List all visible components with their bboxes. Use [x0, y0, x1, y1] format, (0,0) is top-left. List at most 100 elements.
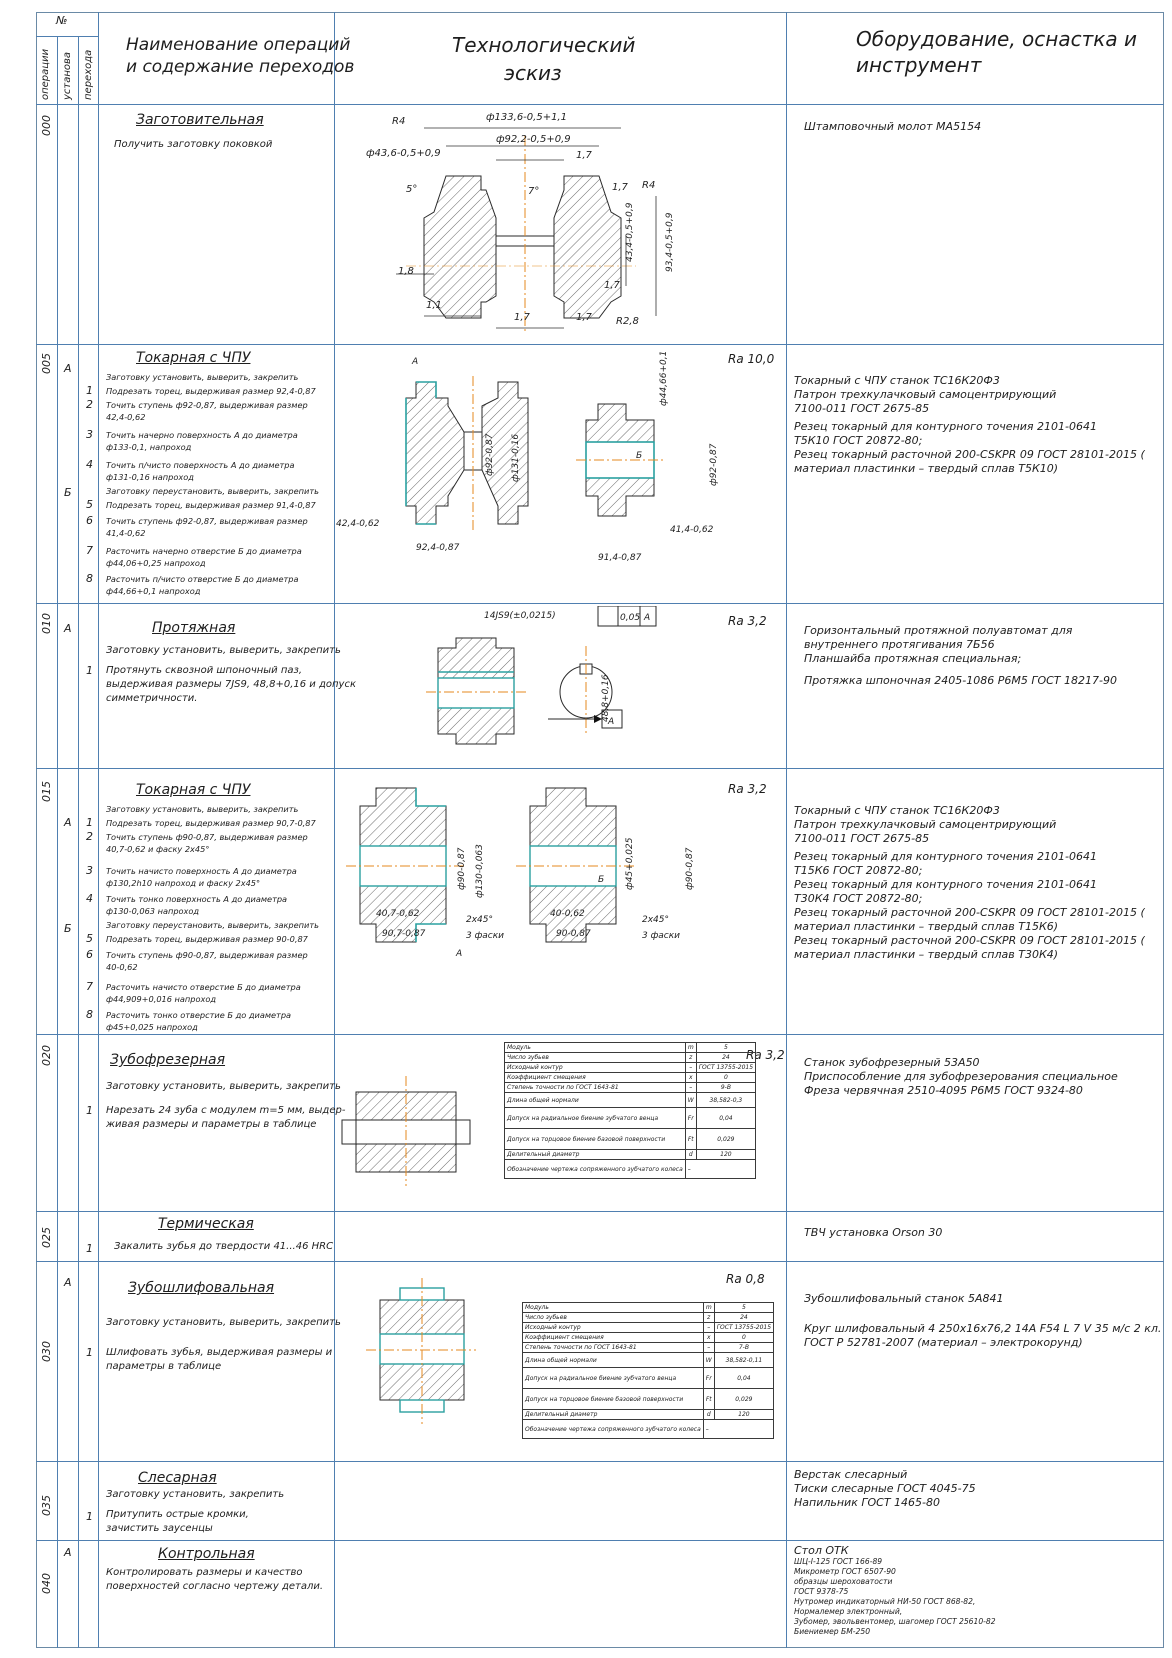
transition-number: 6 — [86, 948, 93, 961]
table-cell: Обозначение чертежа сопряженного зубчато… — [504, 1159, 686, 1179]
operation-text: Заготовку установить, выверить, закрепит… — [106, 645, 341, 656]
equipment-line: ГОСТ Р 52781-2007 (материал – электрокор… — [804, 1336, 1083, 1349]
col-divider — [98, 12, 99, 1648]
transition-number: 8 — [86, 1008, 93, 1021]
operation-number: 025 — [40, 1227, 53, 1248]
transition-number: 5 — [86, 498, 93, 511]
operation-name: Слесарная — [138, 1470, 217, 1486]
operation-text: Точить начисто поверхность А до диаметра — [106, 866, 297, 876]
dim-label: 2х45° — [642, 915, 669, 925]
table-cell: W — [684, 1092, 697, 1108]
col-divider — [334, 12, 335, 1648]
transition-number: 2 — [86, 830, 93, 843]
dim-label: А — [455, 949, 462, 959]
transition-number: 7 — [86, 544, 93, 557]
operation-number: 035 — [40, 1495, 53, 1516]
header-divider — [36, 36, 98, 37]
dim-label: ф92,2-0,5+0,9 — [496, 134, 571, 145]
operation-text: Заготовку переустановить, выверить, закр… — [106, 486, 319, 496]
equipment-line: 7100-011 ГОСТ 2675-85 — [794, 402, 930, 415]
col-divider — [78, 36, 79, 1648]
operation-number: 030 — [40, 1341, 53, 1362]
dim-label: R4 — [392, 116, 405, 127]
operation-text: Заготовку переустановить, выверить, закр… — [106, 920, 319, 930]
dim-label: 1,8 — [398, 266, 414, 277]
operation-name: Зубофрезерная — [110, 1052, 226, 1068]
operation-text: Заготовку установить, закрепить — [106, 1489, 285, 1500]
row-divider — [36, 768, 1164, 769]
col-divider — [786, 12, 787, 1648]
table-row: Степень точности по ГОСТ 1643-81–9-В — [504, 1082, 757, 1093]
equipment-col-header: Оборудование, оснастка и — [856, 27, 1137, 51]
dim-label: 42,4-0,62 — [336, 519, 380, 529]
setup-label: А — [64, 816, 72, 829]
dim-label: 14JS9(±0,0215) — [484, 611, 556, 621]
operation-text: 40-0,62 — [106, 962, 138, 972]
operation-text: Контролировать размеры и качество — [106, 1567, 303, 1578]
dim-label: R4 — [642, 180, 655, 191]
table-cell: ГОСТ 13755-2015 — [695, 1062, 757, 1073]
roughness-label: Ra 3,2 — [728, 782, 767, 796]
transition-number: 1 — [86, 1104, 93, 1117]
dim-label: 1,1 — [426, 300, 442, 311]
table-cell: W — [702, 1352, 715, 1368]
operation-text: 40,7-0,62 и фаску 2х45° — [106, 844, 210, 854]
operation-text: ф130,2h10 напроход и фаску 2х45° — [106, 878, 261, 888]
transition-number: 1 — [86, 1510, 93, 1523]
table-cell: Число зубьев — [504, 1052, 686, 1063]
operation-text: Расточить начисто отверстие Б до диаметр… — [106, 982, 301, 992]
operation-text: поверхностей согласно чертежу детали. — [106, 1581, 324, 1592]
dim-label: 1,7 — [576, 150, 593, 161]
equipment-line: Патрон трехкулачковый самоцентрирующий — [794, 388, 1057, 401]
number-label: № — [56, 14, 68, 27]
equipment-line: Резец токарный расточной 200-CSKPR 09 ГО… — [794, 934, 1145, 947]
transition-number: 1 — [86, 816, 93, 829]
operation-number: 015 — [40, 781, 53, 802]
equipment-line: Стол ОТК — [794, 1544, 849, 1557]
equipment-line: Токарный с ЧПУ станок ТС16К20Ф3 — [794, 804, 1000, 817]
equipment-line: материал пластинки – твердый сплав Т30К4… — [794, 948, 1059, 961]
operation-text: параметры в таблице — [106, 1361, 222, 1372]
equipment-line: Планшайба протяжная специальная; — [804, 652, 1022, 665]
table-cell: 24 — [713, 1312, 775, 1323]
table-cell: x — [684, 1072, 697, 1083]
operation-text: Подрезать торец, выдерживая размер 91,4-… — [106, 500, 316, 510]
table-cell: Длина общей нормали — [522, 1352, 704, 1368]
turning-sketch-005: 42,4-0,62 92,4-0,87 ф92-0,87 ф131-0,16 ф… — [336, 351, 719, 563]
setup-col-label: установа — [62, 51, 73, 100]
table-cell: m — [684, 1042, 697, 1053]
row-divider — [36, 1034, 1164, 1035]
table-cell: Длина общей нормали — [504, 1092, 686, 1108]
transition-number: 1 — [86, 664, 93, 677]
table-row: Допуск на торцовое биение базовой поверх… — [522, 1388, 775, 1410]
equipment-line: Резец токарный расточной 200-CSKPR 09 ГО… — [794, 448, 1145, 461]
dim-label: ф92-0,87 — [485, 433, 495, 476]
dim-label: 1,7 — [612, 182, 629, 193]
table-cell: – — [702, 1419, 775, 1439]
dim-label: 90-0,87 — [556, 929, 591, 939]
operation-text: 41,4-0,62 — [106, 528, 146, 538]
operation-text: Расточить п/чисто отверстие Б до диаметр… — [106, 574, 299, 584]
operation-text: Протянуть сквозной шпоночный паз, — [106, 665, 303, 676]
table-cell: – — [702, 1322, 715, 1333]
dim-label: 43,4-0,5+0,9 — [625, 202, 635, 262]
table-cell: 0,029 — [713, 1388, 775, 1410]
operation-text: Расточить начерно отверстие Б до диаметр… — [106, 546, 302, 556]
operation-text: ф133-0,1, напроход — [106, 442, 192, 452]
operation-name: Контрольная — [158, 1546, 255, 1562]
setup-label: А — [64, 1546, 72, 1559]
table-cell: 5 — [695, 1042, 757, 1053]
dim-label: 90,7-0,87 — [382, 929, 426, 939]
equipment-line: Резец токарный для контурного точения 21… — [794, 878, 1097, 891]
operation-text: ф131-0,16 напроход — [106, 472, 194, 482]
dim-label: 1,7 — [514, 312, 531, 323]
roughness-label: Ra 10,0 — [728, 352, 775, 366]
operation-number: 000 — [40, 115, 53, 136]
dim-label: 92,4-0,87 — [416, 543, 460, 553]
table-cell: 0,04 — [713, 1367, 775, 1389]
